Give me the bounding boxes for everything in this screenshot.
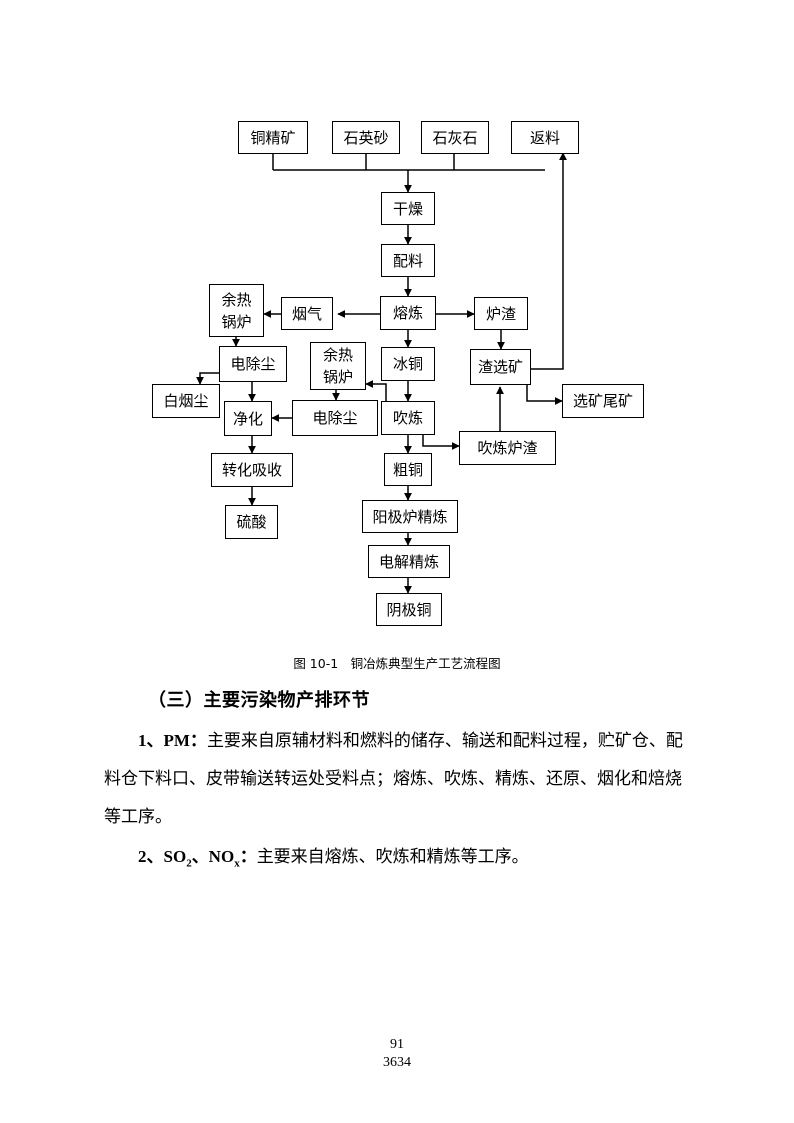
node-white-dust: 白烟尘: [152, 384, 220, 418]
paragraph-so2-nox: 2、SO2、NOx：主要来自熔炼、吹炼和精炼等工序。: [104, 838, 696, 882]
flowchart-connectors: [196, 152, 567, 594]
so-label: 2、SO: [138, 847, 187, 866]
node-furnace-slag: 炉渣: [474, 297, 528, 330]
node-blister-copper: 粗铜: [384, 453, 432, 486]
node-sulfuric-acid: 硫酸: [225, 505, 278, 539]
section-heading: （三）主要污染物产排环节: [148, 690, 370, 711]
node-tailings: 选矿尾矿: [562, 384, 644, 418]
page-number: 91: [390, 1037, 404, 1052]
node-cathode-copper: 阴极铜: [376, 593, 442, 626]
so2-subscript: 2: [186, 857, 192, 870]
nox-subscript: x: [234, 857, 240, 870]
node-slag-beneficiation: 渣选矿: [470, 349, 531, 385]
node-return-material: 返料: [511, 121, 579, 154]
node-matte: 冰铜: [381, 347, 435, 381]
node-esp-1: 电除尘: [219, 346, 287, 382]
no-label: 、NO: [191, 847, 235, 866]
paragraph-so2-text: 主要来自熔炼、吹炼和精炼等工序。: [256, 847, 529, 867]
node-drying: 干燥: [381, 192, 435, 225]
node-batching: 配料: [381, 244, 435, 277]
node-anode-refining: 阳极炉精炼: [362, 500, 458, 533]
node-purification: 净化: [224, 401, 272, 436]
colon-label: ：: [239, 847, 257, 866]
node-limestone: 石灰石: [421, 121, 489, 154]
figure-caption: 图 10-1 铜冶炼典型生产工艺流程图: [293, 656, 501, 671]
paragraph-so2-label: 2、SO2、NOx：: [138, 847, 257, 870]
paragraph-pm-text: 主要来自原辅材料和燃料的储存、输送和配料过程，贮矿仓、配料仓下料口、皮带输送转运…: [104, 731, 683, 827]
node-waste-heat-boiler-1: 余热锅炉: [209, 284, 264, 337]
node-copper-ore: 铜精矿: [238, 121, 308, 154]
node-converter-slag: 吹炼炉渣: [459, 431, 556, 465]
node-smelting: 熔炼: [380, 296, 436, 330]
paragraph-pm: 1、PM：主要来自原辅材料和燃料的储存、输送和配料过程，贮矿仓、配料仓下料口、皮…: [104, 722, 696, 836]
node-conversion-absorption: 转化吸收: [211, 453, 293, 487]
page-total: 3634: [383, 1055, 411, 1070]
node-converting: 吹炼: [381, 401, 435, 435]
node-quartz-sand: 石英砂: [332, 121, 400, 154]
node-flue-gas: 烟气: [281, 297, 333, 330]
node-electrolytic-refining: 电解精炼: [368, 545, 450, 578]
paragraph-pm-label: 1、PM：: [138, 731, 207, 750]
node-esp-2: 电除尘: [292, 400, 378, 436]
node-waste-heat-boiler-2: 余热锅炉: [310, 342, 366, 390]
